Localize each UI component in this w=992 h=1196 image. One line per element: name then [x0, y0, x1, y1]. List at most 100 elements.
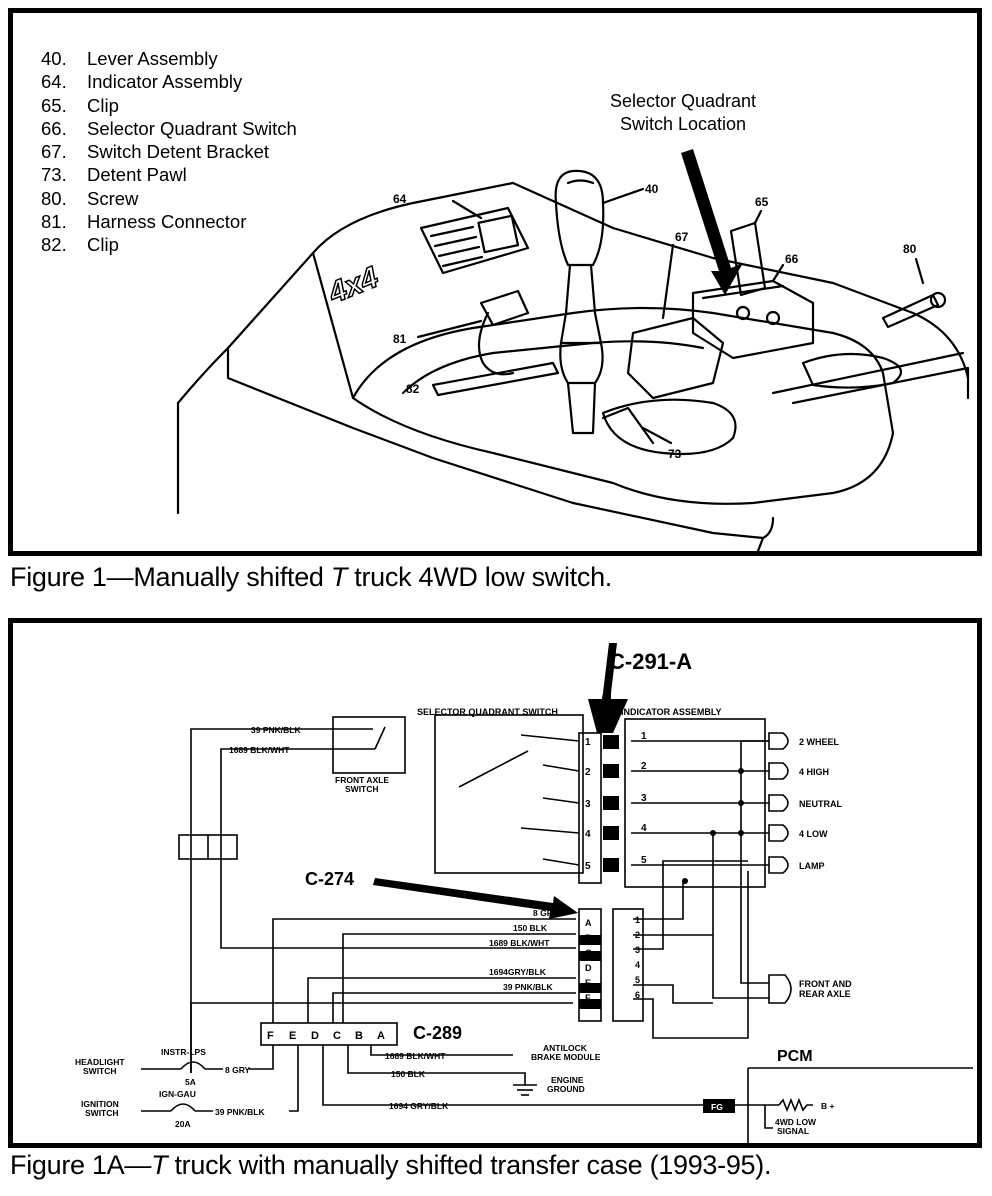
- legend-row: 67.Switch Detent Bracket: [41, 140, 297, 163]
- pin-fill: [603, 826, 619, 840]
- indicator-pin-number: 5: [641, 855, 647, 866]
- part-label-40: 40: [645, 182, 659, 196]
- indicator-pin-number: 4: [641, 823, 647, 834]
- shifter-opening: [351, 306, 895, 505]
- leader-65: [753, 209, 763, 225]
- c289-pin-letter: E: [289, 1030, 296, 1042]
- lever-boot: [559, 341, 604, 385]
- wire-1694-gry-blk: [307, 977, 576, 1023]
- indicator-line: [433, 235, 478, 248]
- shift-knob: [554, 169, 605, 267]
- console-panel-ridge: [311, 251, 355, 400]
- wire-label: 39 PNK/BLK: [503, 982, 553, 992]
- front-rear-axle-feed: [712, 833, 769, 999]
- leader-64: [451, 199, 483, 220]
- fuse-name: IGN-GAU: [159, 1089, 196, 1099]
- wire-1689-blk-wht: [220, 748, 576, 949]
- signal-leader: [764, 1105, 773, 1129]
- c274-right-pin-number: 2: [635, 930, 640, 940]
- c289-pin-letter: F: [267, 1030, 274, 1042]
- c274-right-pin-number: 6: [635, 990, 640, 1000]
- figure-1-panel: 40.Lever Assembly 64.Indicator Assembly …: [8, 8, 982, 556]
- splice: [710, 830, 716, 836]
- harness-wire: [477, 311, 515, 376]
- shifter-opening-inner: [401, 340, 705, 395]
- clip-65: [729, 221, 767, 297]
- console-panel-left: [226, 346, 355, 430]
- legend-number: 81.: [41, 211, 67, 233]
- label-selector-switch: SELECTOR QUADRANT SWITCH: [417, 707, 558, 717]
- figure-1-caption: Figure 1—Manually shifted T truck 4WD lo…: [10, 562, 612, 593]
- indicator-pin-number: 3: [641, 793, 647, 804]
- wire-label: 1694 GRY/BLK: [389, 1101, 449, 1111]
- rear-pocket: [801, 352, 903, 389]
- leader-67: [661, 243, 675, 320]
- lamp-4low: [768, 824, 789, 842]
- switch-pin-number: 1: [585, 737, 591, 748]
- wire-label: 150 BLK: [513, 923, 548, 933]
- legend-number: 73.: [41, 164, 67, 186]
- splice: [738, 768, 744, 774]
- part-label-66: 66: [785, 252, 799, 266]
- wire-1694-to-pcm: [322, 1045, 703, 1106]
- wire-label: 8 GRY: [533, 908, 559, 918]
- fuse-rating: 5A: [185, 1077, 196, 1087]
- clip-82: [431, 361, 560, 397]
- switch-location-callout: Selector Quadrant Switch Location: [593, 90, 773, 136]
- caption-text: truck with manually shifted transfer cas…: [167, 1150, 772, 1180]
- splice: [738, 800, 744, 806]
- caption-italic: T: [151, 1150, 168, 1180]
- callout-line: Selector Quadrant: [609, 91, 757, 111]
- c289-pin-letter: C: [333, 1030, 341, 1042]
- selector-contact-wire: [520, 734, 580, 742]
- figure-1a-panel: C-291-A C-274 C-289 SELECTOR QUADRANT SW…: [8, 618, 982, 1148]
- wiring-diagram: C-291-A C-274 C-289 SELECTOR QUADRANT SW…: [75, 643, 973, 1143]
- fuse-name: INSTR-LPS: [161, 1047, 206, 1057]
- label-indicator-assembly: INDICATOR ASSEMBLY: [621, 707, 722, 717]
- legend-number: 67.: [41, 141, 67, 163]
- fuse-20a: [170, 1103, 196, 1112]
- wire-label: 150 BLK: [391, 1069, 426, 1079]
- front-rear-axle-label: REAR AXLE: [799, 989, 851, 999]
- pcm-pin-label: FG: [711, 1102, 723, 1112]
- switch-location-arrow: [681, 149, 743, 295]
- engine-ground-label: GROUND: [547, 1084, 585, 1094]
- switch-pin-number: 2: [585, 767, 591, 778]
- wire-label: 1694GRY/BLK: [489, 967, 547, 977]
- splice: [682, 878, 688, 884]
- indicator-assembly-body: [419, 206, 530, 275]
- selector-contact-wire: [542, 858, 580, 866]
- part-label-81: 81: [393, 332, 407, 346]
- leader-73: [641, 426, 673, 445]
- selector-contact-wire: [542, 764, 580, 772]
- label-front-axle-switch: FRONT AXLE: [335, 775, 389, 785]
- part-label-67: 67: [675, 230, 689, 244]
- gate-plate: [601, 398, 737, 456]
- pin-fill: [603, 764, 619, 778]
- front-rear-axle-label: FRONT AND: [799, 979, 852, 989]
- pin-fill: [579, 999, 601, 1009]
- switch-terminal: [735, 305, 751, 321]
- c289-pin-letter: D: [311, 1030, 319, 1042]
- legend-row: 81.Harness Connector: [41, 210, 297, 233]
- front-axle-switch-box: [332, 716, 406, 774]
- part-label-64: 64: [393, 192, 407, 206]
- lamp-label: LAMP: [799, 861, 825, 871]
- harness-connector: [479, 289, 530, 327]
- leader-80: [914, 257, 925, 285]
- selector-contact-wire: [542, 797, 580, 804]
- c274-arrow: [373, 878, 578, 919]
- lamp-2wheel: [768, 732, 789, 750]
- wire-label: 1689 BLK/WHT: [489, 938, 550, 948]
- pcm-label: PCM: [777, 1048, 813, 1065]
- lever-shaft: [559, 263, 603, 345]
- legend-number: 80.: [41, 187, 67, 209]
- part-label-73: 73: [668, 447, 682, 461]
- lever-base: [566, 381, 597, 435]
- c274-right-pin-number: 1: [635, 915, 640, 925]
- wire-8-gry: [272, 918, 576, 1023]
- c291-arrow-head: [588, 699, 628, 733]
- legend-number: 66.: [41, 117, 67, 139]
- c274-pin-letter: D: [585, 963, 592, 973]
- c289-pin-letter: A: [377, 1030, 385, 1042]
